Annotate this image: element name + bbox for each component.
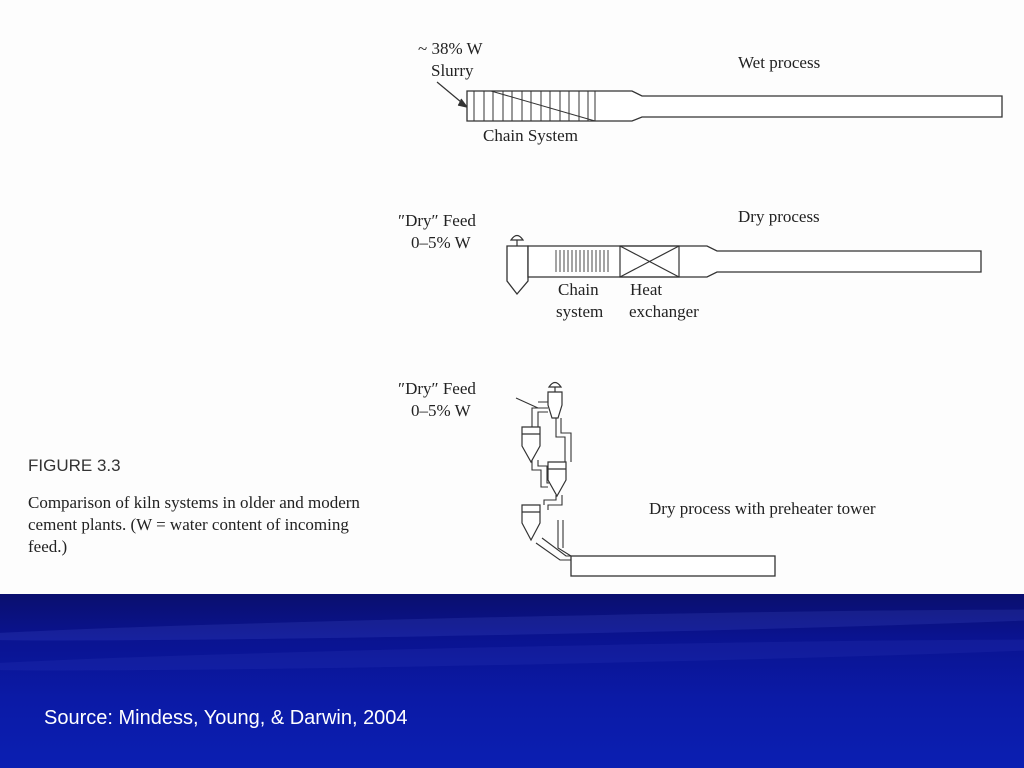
figure-label: FIGURE 3.3 — [28, 456, 121, 475]
cyclone-1 — [547, 391, 563, 419]
preheater-process-title: Dry process with preheater tower — [649, 499, 876, 518]
figure-area: ~ 38% W Slurry Wet process Chain System — [28, 39, 1003, 577]
wet-process-title: Wet process — [738, 53, 820, 72]
wet-feed-arrow-icon — [436, 81, 469, 108]
preheater-ducts — [531, 394, 572, 561]
dry-feed-label-line2: 0–5% W — [411, 233, 472, 252]
wet-feed-label-line1: ~ 38% W — [418, 39, 484, 58]
source-citation: Source: Mindess, Young, & Darwin, 2004 — [44, 707, 408, 729]
dry-heat-label-line2: exchanger — [629, 302, 699, 321]
cyclone-3 — [547, 461, 567, 498]
kiln-diagram: ~ 38% W Slurry Wet process Chain System — [398, 39, 1003, 577]
wet-feed-label-line2: Slurry — [431, 61, 474, 80]
preheater-feed-label-line2: 0–5% W — [411, 401, 472, 420]
wet-chain-system — [473, 90, 596, 122]
dry-kiln-inlet — [506, 245, 529, 296]
dry-chain-label-line1: Chain — [558, 280, 599, 299]
cyclone-4 — [521, 504, 541, 542]
preheater-process-group: ″Dry″ Feed 0–5% W Dry process with prehe… — [398, 379, 876, 577]
dry-heat-exchanger — [619, 245, 680, 278]
dry-chain-system — [555, 250, 609, 272]
preheater-kiln — [570, 555, 776, 577]
cyclone-2 — [521, 426, 541, 464]
slide-footer: Source: Mindess, Young, & Darwin, 2004 — [0, 594, 1024, 768]
dry-feed-hopper-icon — [509, 234, 525, 246]
figure-caption: Comparison of kiln systems in older and … — [28, 493, 360, 556]
preheater-feed-label-line1: ″Dry″ Feed — [398, 379, 476, 398]
wet-kiln — [466, 90, 1003, 122]
dry-process-title: Dry process — [738, 207, 820, 226]
wet-chain-system-label: Chain System — [483, 126, 578, 145]
dry-heat-label-line1: Heat — [630, 280, 662, 299]
preheater-feed-pointer — [515, 397, 539, 409]
dry-process-group: ″Dry″ Feed 0–5% W Dry process Chain syst… — [398, 207, 982, 321]
dry-chain-label-line2: system — [556, 302, 603, 321]
dry-feed-label-line1: ″Dry″ Feed — [398, 211, 476, 230]
preheater-feed-hopper-icon — [547, 381, 563, 392]
dry-kiln — [527, 245, 982, 278]
wet-process-group: ~ 38% W Slurry Wet process Chain System — [418, 39, 1003, 145]
